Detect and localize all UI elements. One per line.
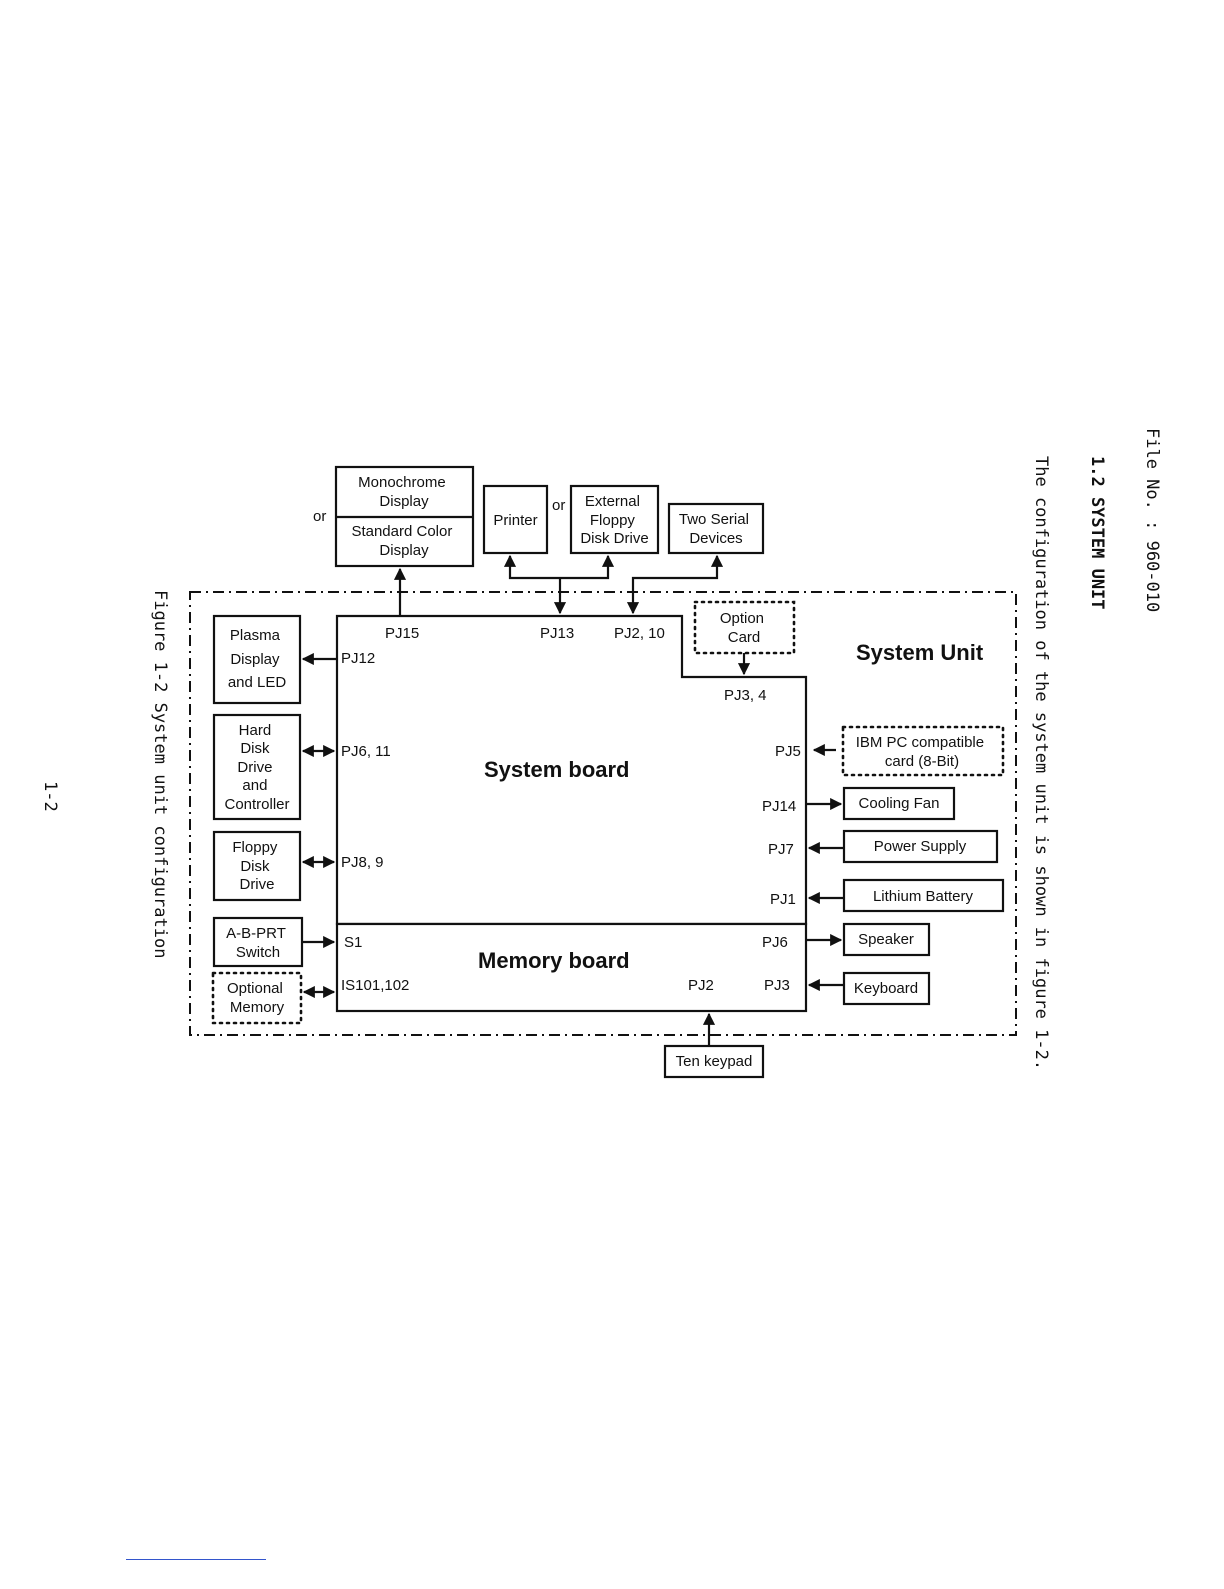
lithium-battery-label: Lithium Battery: [873, 888, 974, 905]
speaker-label: Speaker: [858, 931, 914, 948]
ten-keypad-box: [663, 1044, 765, 1079]
two-serial-devices-box: [667, 502, 765, 555]
cooling-fan-box: [842, 786, 956, 821]
port-pj6: PJ6: [762, 934, 788, 951]
system-unit-title: System Unit: [856, 640, 984, 665]
display-or-label: or: [313, 508, 326, 525]
printer-label: Printer: [493, 512, 537, 529]
section-heading: 1.2 SYSTEM UNIT: [1087, 456, 1107, 610]
page-number: 1-2: [40, 781, 60, 812]
port-pj13: PJ13: [540, 625, 574, 642]
port-pj1: PJ1: [770, 891, 796, 908]
port-pj7: PJ7: [768, 841, 794, 858]
floppy-disk-drive-label: Floppy Disk Drive: [232, 839, 281, 893]
port-pj2: PJ2: [688, 977, 714, 994]
ten-keypad-label: Ten keypad: [676, 1053, 753, 1070]
system-unit-boundary: [189, 591, 1017, 1036]
hard-disk-drive-label: Hard Disk Drive and Controller: [224, 722, 289, 813]
intro-paragraph: The configuration of the system unit is …: [1031, 456, 1051, 1070]
option-card-box: [693, 600, 796, 655]
printer-box: [482, 484, 549, 555]
file-number: File No. : 960-010: [1142, 428, 1162, 612]
cooling-fan-label: Cooling Fan: [859, 795, 940, 812]
external-floppy-label: External Floppy Disk Drive: [580, 493, 648, 547]
port-pj12: PJ12: [341, 650, 375, 667]
floppy-disk-drive-box: [212, 830, 302, 902]
port-s1: S1: [344, 934, 362, 951]
optional-memory-label: Optional Memory: [227, 980, 287, 1016]
printer-floppy-bus: [503, 554, 615, 580]
ibm-pc-card-box: [841, 725, 1005, 777]
optional-memory-box: [211, 971, 303, 1025]
port-pj2-10: PJ2, 10: [614, 625, 665, 642]
port-pj8-9: PJ8, 9: [341, 854, 384, 871]
printer-or-label: or: [552, 497, 565, 514]
plasma-display-box: [212, 614, 302, 705]
port-pj5: PJ5: [775, 743, 801, 760]
power-supply-box: [842, 829, 999, 864]
abprt-switch-label: A-B-PRT Switch: [226, 925, 290, 961]
ibm-pc-card-label: IBM PC compatible card (8-Bit): [856, 734, 989, 770]
pj2-10-serial-connector: [626, 554, 724, 615]
footer-rule: [126, 1559, 266, 1560]
port-pj14: PJ14: [762, 798, 796, 815]
keyboard-box: [842, 971, 931, 1006]
memory-board-title: Memory board: [478, 948, 630, 973]
port-pj15: PJ15: [385, 625, 419, 642]
abprt-switch-box: [212, 916, 304, 968]
figure-caption: Figure 1-2 System unit configuration: [150, 590, 170, 958]
memory-board: [335, 922, 808, 1013]
system-board-title: System board: [484, 757, 630, 782]
lithium-battery-box: [842, 878, 1005, 913]
external-floppy-box: [569, 484, 660, 555]
port-pj3: PJ3: [764, 977, 790, 994]
keyboard-label: Keyboard: [854, 980, 918, 997]
hard-disk-drive-box: [212, 713, 302, 821]
monochrome-display-label: Monochrome Display: [358, 474, 450, 510]
two-serial-devices-label: Two Serial Devices: [679, 511, 753, 547]
power-supply-label: Power Supply: [874, 838, 967, 855]
plasma-display-label: Plasma Display and LED: [228, 627, 287, 691]
port-pj3-4: PJ3, 4: [724, 687, 767, 704]
speaker-box: [842, 922, 931, 957]
port-pj6-11: PJ6, 11: [341, 743, 391, 760]
port-is101-102: IS101,102: [341, 977, 409, 994]
standard-color-display-label: Standard Color Display: [351, 523, 456, 559]
option-card-label: Option Card: [720, 610, 768, 646]
